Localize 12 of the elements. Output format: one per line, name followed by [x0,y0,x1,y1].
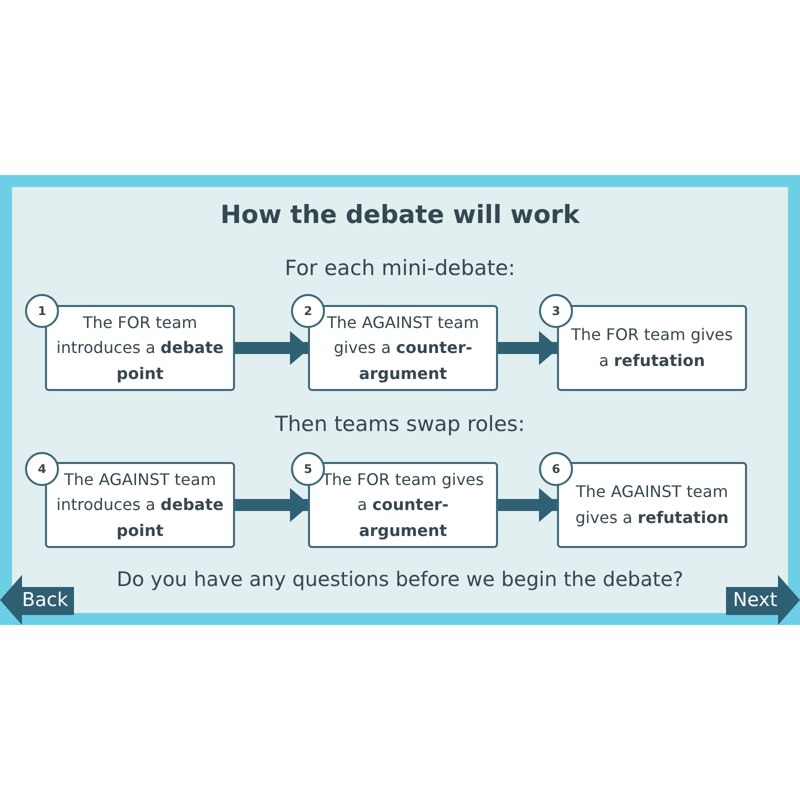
arrow [235,488,310,522]
step-box: The FOR team introduces a debate point [45,305,235,391]
arrow [235,331,310,365]
next-button: Next [726,575,800,625]
step-box: The AGAINST team introduces a debate point [45,462,235,548]
question-text: Do you have any questions before we begin the debate? [116,567,684,591]
slide-title: How the debate will work [219,200,581,229]
arrow [498,488,559,522]
arrow [498,331,559,365]
section-heading: For each mini-debate: [284,256,516,280]
back-button: Back [0,575,74,625]
section-heading: Then teams swap roles: [274,412,526,436]
